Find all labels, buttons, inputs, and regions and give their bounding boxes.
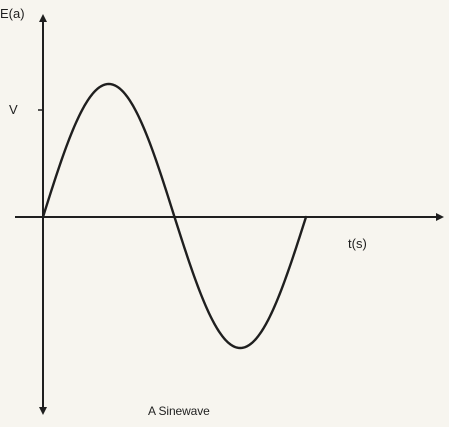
sine-curve (41, 82, 308, 350)
y-axis-label: E(a) (0, 6, 25, 21)
peak-label: V (9, 102, 18, 117)
caption: A Sinewave (148, 404, 210, 418)
x-axis-label: t(s) (348, 236, 367, 251)
